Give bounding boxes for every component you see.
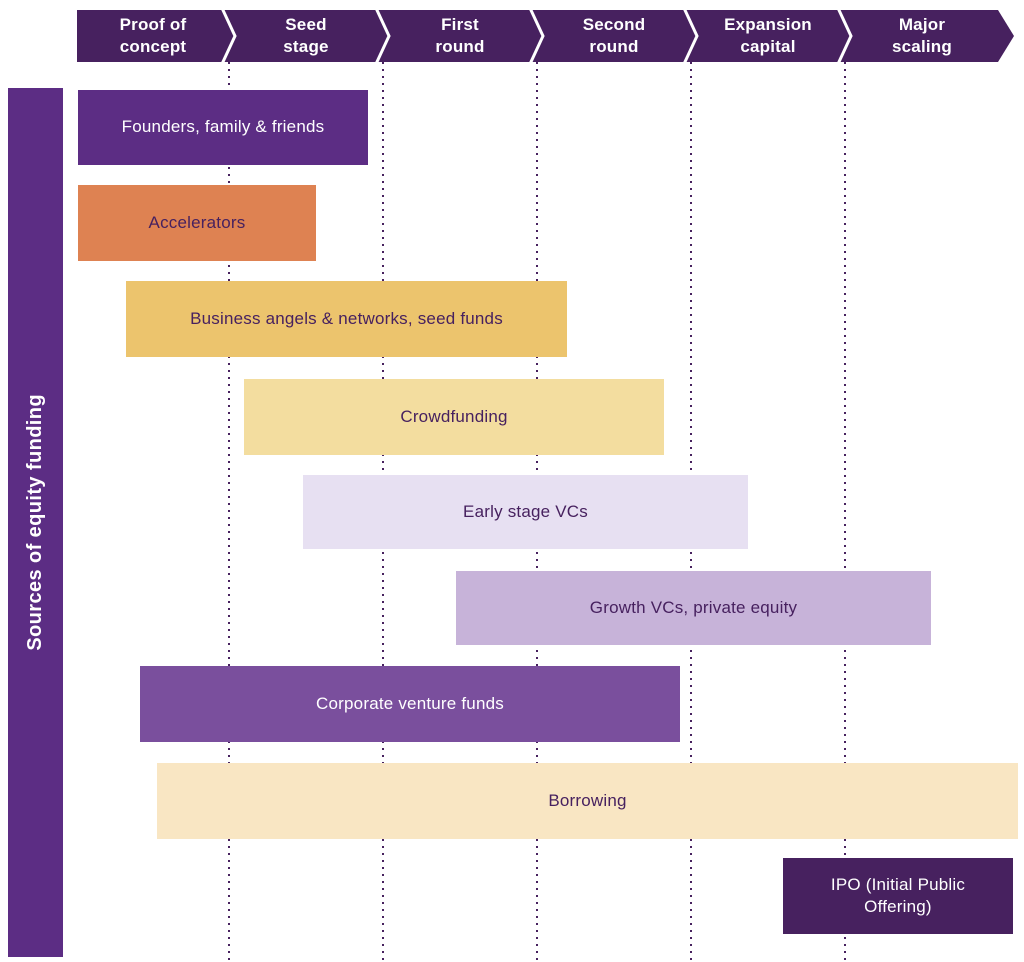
stage-header-band: Proof of concept Seed stage First round Sec… [77, 10, 1014, 62]
bar-ipo: IPO (Initial Public Offering) [783, 858, 1013, 934]
stage-gridline-1 [228, 62, 230, 962]
stage-gridline-5 [844, 62, 846, 962]
sidebar-sources-of-equity-funding: Sources of equity funding [8, 88, 63, 957]
stage-label-5: Expansion capital [724, 14, 812, 56]
bar-early-stage-vcs: Early stage VCs [303, 475, 748, 549]
bar-growth-vcs-private-equity: Growth VCs, private equity [456, 571, 931, 645]
bar-accelerators: Accelerators [78, 185, 316, 261]
bar-founders-family-friends: Founders, family & friends [78, 90, 368, 165]
bar-business-angels-networks: Business angels & networks, seed funds [126, 281, 567, 357]
bar-borrowing: Borrowing [157, 763, 1018, 839]
stage-label-3: First round [435, 14, 485, 56]
stage-label-4: Second round [582, 14, 646, 56]
stage-label-1: Proof of concept [119, 14, 187, 56]
bar-corporate-venture-funds: Corporate venture funds [140, 666, 680, 742]
bar-crowdfunding: Crowdfunding [244, 379, 664, 455]
sidebar-label: Sources of equity funding [24, 394, 46, 651]
stage-label-6: Major scaling [892, 14, 952, 56]
stage-label-2: Seed stage [283, 14, 329, 56]
